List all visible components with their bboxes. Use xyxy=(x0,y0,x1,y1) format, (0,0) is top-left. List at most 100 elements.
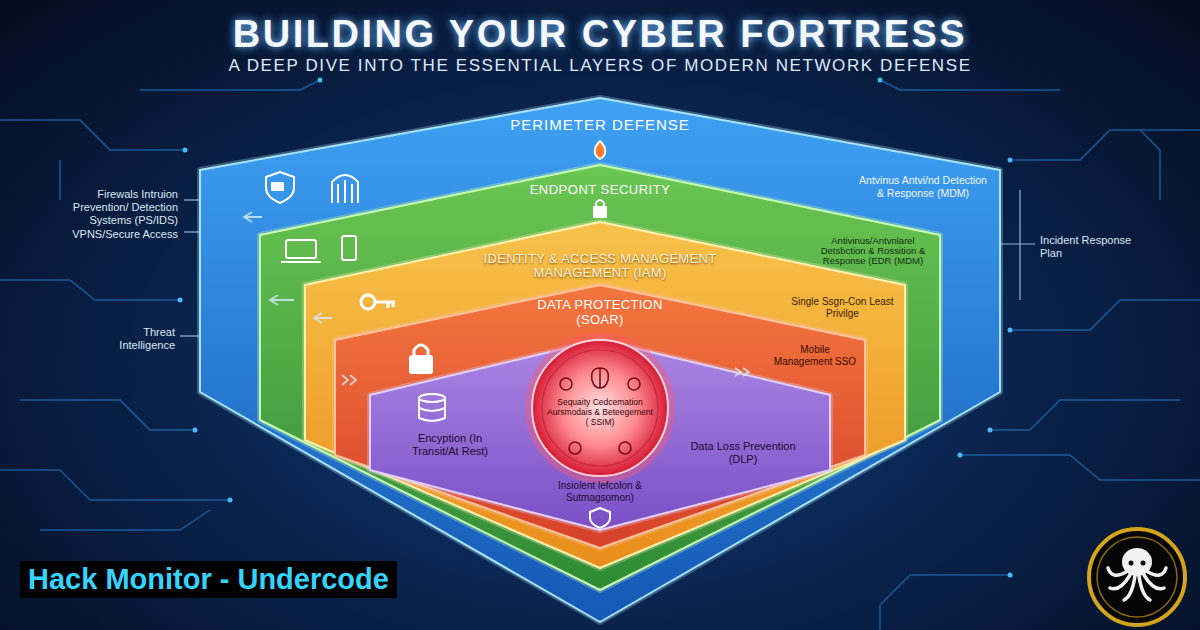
circuit-trace xyxy=(960,455,1200,480)
circuit-dot xyxy=(318,78,323,83)
layer-shield xyxy=(305,222,905,568)
circuit-trace xyxy=(0,470,230,500)
logo-tentacle xyxy=(1108,568,1126,575)
layer-note: Mobile Management SSO xyxy=(772,344,858,368)
logo-eye xyxy=(1129,561,1134,566)
arrow-mark xyxy=(244,212,262,222)
lock-icon-shackle xyxy=(414,345,428,356)
logo-tentacle xyxy=(1148,568,1166,575)
layer-glow xyxy=(200,98,1000,622)
logo-tentacle xyxy=(1144,575,1164,589)
core-icons xyxy=(560,368,640,454)
circuit-dot xyxy=(988,428,993,433)
layer-item: Encyption (In Transit/At Rest) xyxy=(395,432,505,458)
circuit-trace xyxy=(20,400,195,430)
gear-icon xyxy=(560,378,572,390)
diagram-subtitle: A DEEP DIVE INTO THE ESSENTIAL LAYERS OF… xyxy=(0,56,1200,76)
circuit-trace xyxy=(59,160,61,200)
shield-icon xyxy=(590,508,610,528)
logo-octopus-head xyxy=(1122,548,1152,576)
layer-note: Single Ssgn-Con Least Privilge xyxy=(785,296,900,320)
layer-item: Data Loss Prevention (DLP) xyxy=(688,440,798,466)
flame-icon xyxy=(595,141,606,159)
core-disc xyxy=(532,340,668,476)
logo-tentacle xyxy=(1139,576,1150,600)
circuit-trace xyxy=(880,575,1010,630)
core-circle: Sequaity Cedcemation Aursmodais & Beteeg… xyxy=(532,340,668,476)
core-text: Sequaity Cedcemation Aursmodais & Beteeg… xyxy=(545,398,655,427)
endpoint-layer: ENDPONT SECURITYAntivinus/Antvnlarel Det… xyxy=(260,165,940,590)
phone-icon xyxy=(342,236,356,260)
database-icon-body xyxy=(419,398,445,421)
logo-eye xyxy=(1141,561,1146,566)
circuit-trace xyxy=(1140,130,1160,200)
lock-icon xyxy=(594,207,606,217)
brain-icon xyxy=(592,368,609,388)
core-ring xyxy=(542,350,658,466)
core-layer: Encyption (In Transit/At Rest) Data Loss … xyxy=(370,340,830,530)
circuit-trace xyxy=(1010,300,1200,330)
logo-badge xyxy=(1089,529,1185,625)
logo-ring xyxy=(1089,529,1185,625)
circuit-trace xyxy=(990,400,1180,430)
circuit-dot xyxy=(228,498,233,503)
lock-icon-shackle xyxy=(596,200,604,207)
layer-title: DATA PROTECTION (SOAR) xyxy=(525,298,675,328)
layer-shield xyxy=(370,340,830,530)
circuit-dot xyxy=(178,298,183,303)
gear-icon xyxy=(628,378,640,390)
band-arrows xyxy=(244,212,749,385)
data-protection-layer: DATA PROTECTION (SOAR) Mobile Management … xyxy=(335,285,865,548)
core-glow xyxy=(528,336,672,480)
arrow-mark xyxy=(270,295,294,305)
diagram-title: BUILDING YOUR CYBER FORTRESS xyxy=(0,12,1200,58)
arrow-mark xyxy=(314,313,332,323)
circuit-trace xyxy=(0,120,185,150)
layer-glow xyxy=(370,340,830,530)
laptop-icon xyxy=(286,240,316,258)
layer-glow xyxy=(260,165,940,590)
laptop-icon-base xyxy=(281,261,321,263)
side-label: Incident Response Plan xyxy=(1040,234,1135,260)
leader-line xyxy=(1000,243,1035,244)
circuit-dot xyxy=(1008,158,1013,163)
key-icon xyxy=(361,295,375,309)
layer-note: Antivinus/Antvnlarel Detsbction & Rossit… xyxy=(812,236,934,266)
circuit-trace xyxy=(140,80,320,90)
layer-shield xyxy=(260,165,940,590)
chevron-mark xyxy=(735,368,749,376)
layer-glow xyxy=(305,222,905,568)
circuit-trace xyxy=(880,80,1060,90)
shield-icon xyxy=(266,172,294,203)
logo-tentacles xyxy=(1108,568,1166,600)
circuit-dot xyxy=(183,148,188,153)
shield-icon-card xyxy=(272,183,283,190)
logo-inner-ring xyxy=(1097,537,1177,617)
layer-glow xyxy=(335,285,865,548)
side-label: Firewals Intruion Prevention/ Detection … xyxy=(40,188,178,241)
gear-icon xyxy=(619,442,631,454)
database-icon xyxy=(419,394,445,402)
logo-tentacle xyxy=(1110,575,1130,589)
circuit-dot xyxy=(878,78,883,83)
side-label: Threat Intelligence xyxy=(100,326,175,352)
leader-line xyxy=(1019,190,1020,300)
circuit-trace xyxy=(40,510,210,530)
band-icons xyxy=(266,141,610,528)
layer-shield xyxy=(200,98,1000,622)
watermark: Hack Monitor - Undercode xyxy=(20,561,397,598)
circuit-trace xyxy=(0,280,180,300)
gear-icon xyxy=(569,442,581,454)
circuit-dot xyxy=(1008,573,1013,578)
perimeter-layer: PERIMETER DEFENSEAntvinus Antvi/nd Detec… xyxy=(200,98,1000,622)
logo-tentacle xyxy=(1124,576,1135,600)
layer-title: IDENTITY & ACCESS MANAGEMENT MANAGEMENT … xyxy=(460,252,740,281)
circuit-trace xyxy=(1010,130,1200,160)
circuit-traces xyxy=(0,80,1200,630)
layer-title: PERIMETER DEFENSE xyxy=(500,116,700,134)
gate-icon xyxy=(332,175,358,203)
layer-shield xyxy=(335,285,865,548)
chevron-mark xyxy=(342,375,356,385)
iam-layer: IDENTITY & ACCESS MANAGEMENT MANAGEMENT … xyxy=(305,222,905,568)
